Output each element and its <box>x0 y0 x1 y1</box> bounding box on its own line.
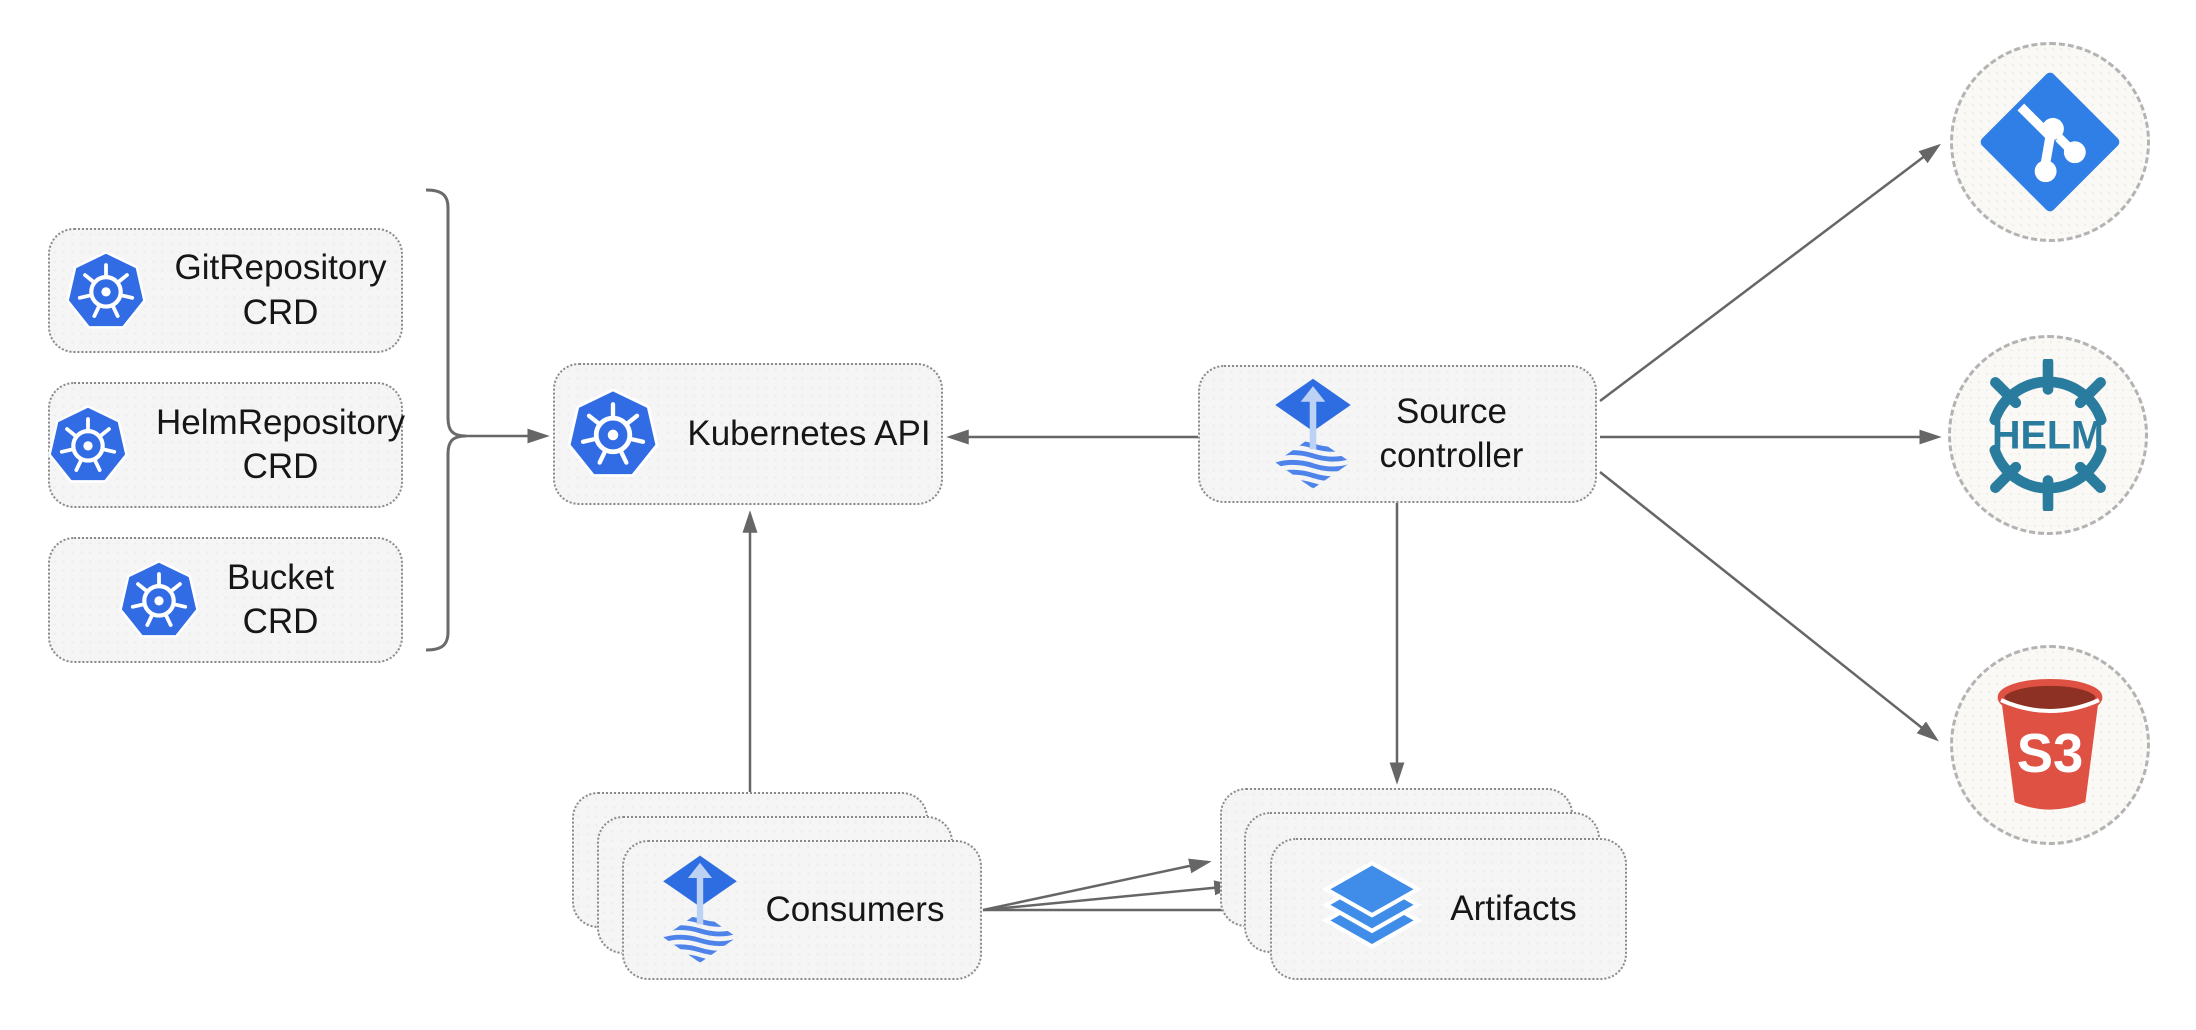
node-label: Consumers <box>765 889 945 929</box>
kubernetes-icon <box>117 558 201 642</box>
endpoint-s3: S3 <box>1950 645 2150 845</box>
edge-consumers-to-artifacts-2 <box>982 880 1237 912</box>
endpoint-helm: HELM <box>1948 335 2148 535</box>
node-consumers: Consumers <box>622 840 982 980</box>
kubernetes-icon <box>64 249 148 333</box>
s3-logo-text: S3 <box>2017 723 2084 784</box>
node-label: GitRepository CRD <box>174 248 387 332</box>
edge-source-controller-to-s3 <box>1599 471 1939 742</box>
node-bucket-crd: Bucket CRD <box>48 537 403 663</box>
node-label: HelmRepository CRD <box>156 402 405 486</box>
edge-consumers-to-artifacts-1 <box>982 858 1212 912</box>
helm-logo-text: HELM <box>1992 414 2104 458</box>
node-kubernetes-api: Kubernetes API <box>553 363 943 505</box>
node-gitrepository-crd: GitRepository CRD <box>48 228 403 353</box>
node-label: Bucket CRD <box>227 557 334 641</box>
node-label: Source controller <box>1379 391 1524 475</box>
helm-icon: HELM <box>1989 359 2107 511</box>
node-source-controller: Source controller <box>1198 365 1597 503</box>
flux-icon <box>1274 378 1351 489</box>
layers-icon <box>1320 857 1424 961</box>
kubernetes-icon <box>46 403 130 487</box>
git-icon <box>1980 72 2120 212</box>
flux-icon <box>662 855 737 963</box>
endpoint-git <box>1950 42 2150 242</box>
node-helmrepository-crd: HelmRepository CRD <box>46 382 405 508</box>
kubernetes-icon <box>565 386 661 482</box>
edge-source-controller-to-git <box>1599 143 1941 402</box>
crd-group-bracket <box>425 188 467 652</box>
node-label: Kubernetes API <box>687 413 931 453</box>
node-artifacts: Artifacts <box>1270 838 1627 980</box>
s3-bucket-icon: S3 <box>1997 679 2103 810</box>
node-label: Artifacts <box>1450 888 1577 928</box>
